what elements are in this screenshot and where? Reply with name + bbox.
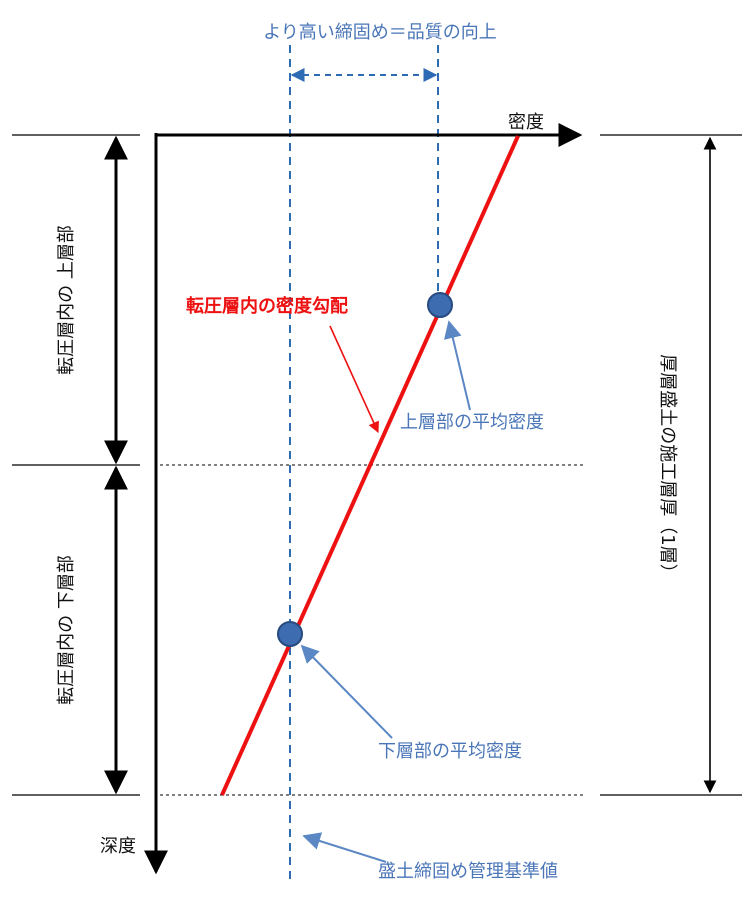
upper-avg-label: 上層部の平均密度 bbox=[400, 412, 544, 433]
layer-thickness-label: 厚層盛土の施工層厚（1層） bbox=[657, 354, 678, 581]
lower-avg-label: 下層部の平均密度 bbox=[378, 741, 522, 762]
upper-layer-label: 転圧層内の 上層部 bbox=[56, 225, 77, 375]
standard-callout-arrow bbox=[302, 832, 387, 863]
density-axis-label: 密度 bbox=[508, 112, 544, 133]
upper-avg-callout-arrow bbox=[444, 320, 471, 411]
density-gradient-line bbox=[220, 135, 520, 796]
gradient-label-arrow bbox=[329, 325, 379, 434]
top-title: より高い締固め＝品質の向上 bbox=[263, 22, 497, 43]
lower-avg-callout-arrow bbox=[300, 644, 393, 739]
lower-avg-dot bbox=[277, 621, 303, 647]
upper-avg-dot bbox=[427, 292, 453, 318]
standard-label: 盛土締固め管理基準値 bbox=[378, 861, 558, 882]
lower-layer-label: 転圧層内の 下層部 bbox=[56, 555, 77, 705]
gradient-label: 転圧層内の密度勾配 bbox=[186, 295, 348, 317]
depth-axis-label: 深度 bbox=[100, 836, 136, 857]
